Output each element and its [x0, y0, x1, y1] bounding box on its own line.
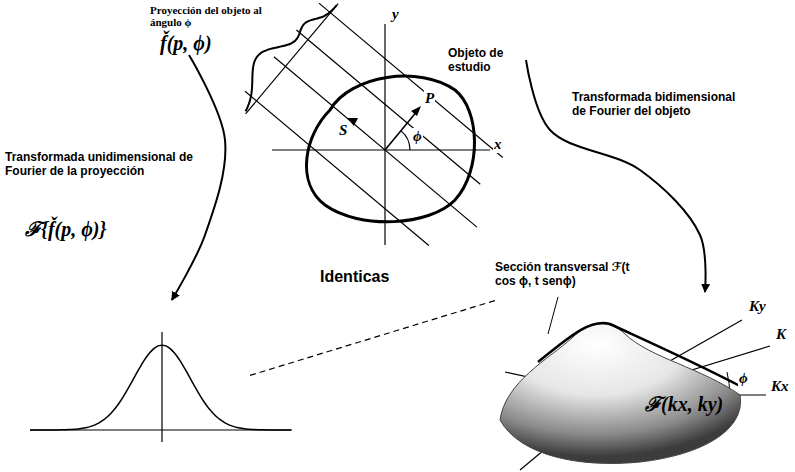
diagram-part: Transformada unidimensional de Fourier d… [20, 300, 250, 445]
axis-label: ϕ [412, 128, 423, 145]
node-formula: ℱ{f̌(p, ϕ)} [25, 215, 106, 242]
projection-curve [246, 5, 337, 111]
node-formula: ℱ(kx, ky) [645, 390, 723, 417]
axis-label: ϕ [738, 370, 749, 387]
x-axis [272, 149, 490, 150]
s-arrowhead [347, 118, 358, 126]
node-heading: Sección transversal ℱ(t cos ϕ, t senϕ) [495, 260, 645, 288]
node-heading: Objeto de estudio [448, 46, 526, 74]
gaussian-axis [161, 332, 162, 442]
axis-label: x [493, 136, 503, 153]
object-outline [306, 76, 474, 222]
node-formula: f̌(p, ϕ) [160, 32, 280, 55]
axis-label: y [391, 6, 400, 23]
edge-label: Transformada bidimensional de Fourier de… [572, 90, 750, 118]
leader-line [548, 297, 558, 334]
axis-label: S [338, 122, 348, 139]
gaussian-curve [30, 345, 291, 430]
edge-label: Identicas [320, 268, 389, 286]
dashed-link [250, 301, 495, 376]
cross-section-curve [538, 323, 740, 386]
projection-rays [245, 3, 503, 245]
axis-label: P [424, 90, 435, 107]
curved-arrow [172, 55, 226, 300]
ft-surface [500, 324, 741, 464]
angle-arc [401, 131, 410, 150]
p-arrowhead [411, 106, 421, 116]
axis-label: Ky [748, 298, 767, 315]
diagram-part: Objeto de estudio [448, 46, 526, 74]
node-heading: Transformada unidimensional de Fourier d… [5, 150, 210, 178]
y-axis [384, 24, 385, 245]
node-heading: Proyección del objeto al ángulo ϕ [150, 4, 280, 28]
axis-label: Kx [770, 378, 790, 395]
axis-label: K [775, 326, 787, 343]
diagram-part: Proyección del objeto al ángulo ϕ f̌(p, ϕ… [150, 4, 280, 55]
